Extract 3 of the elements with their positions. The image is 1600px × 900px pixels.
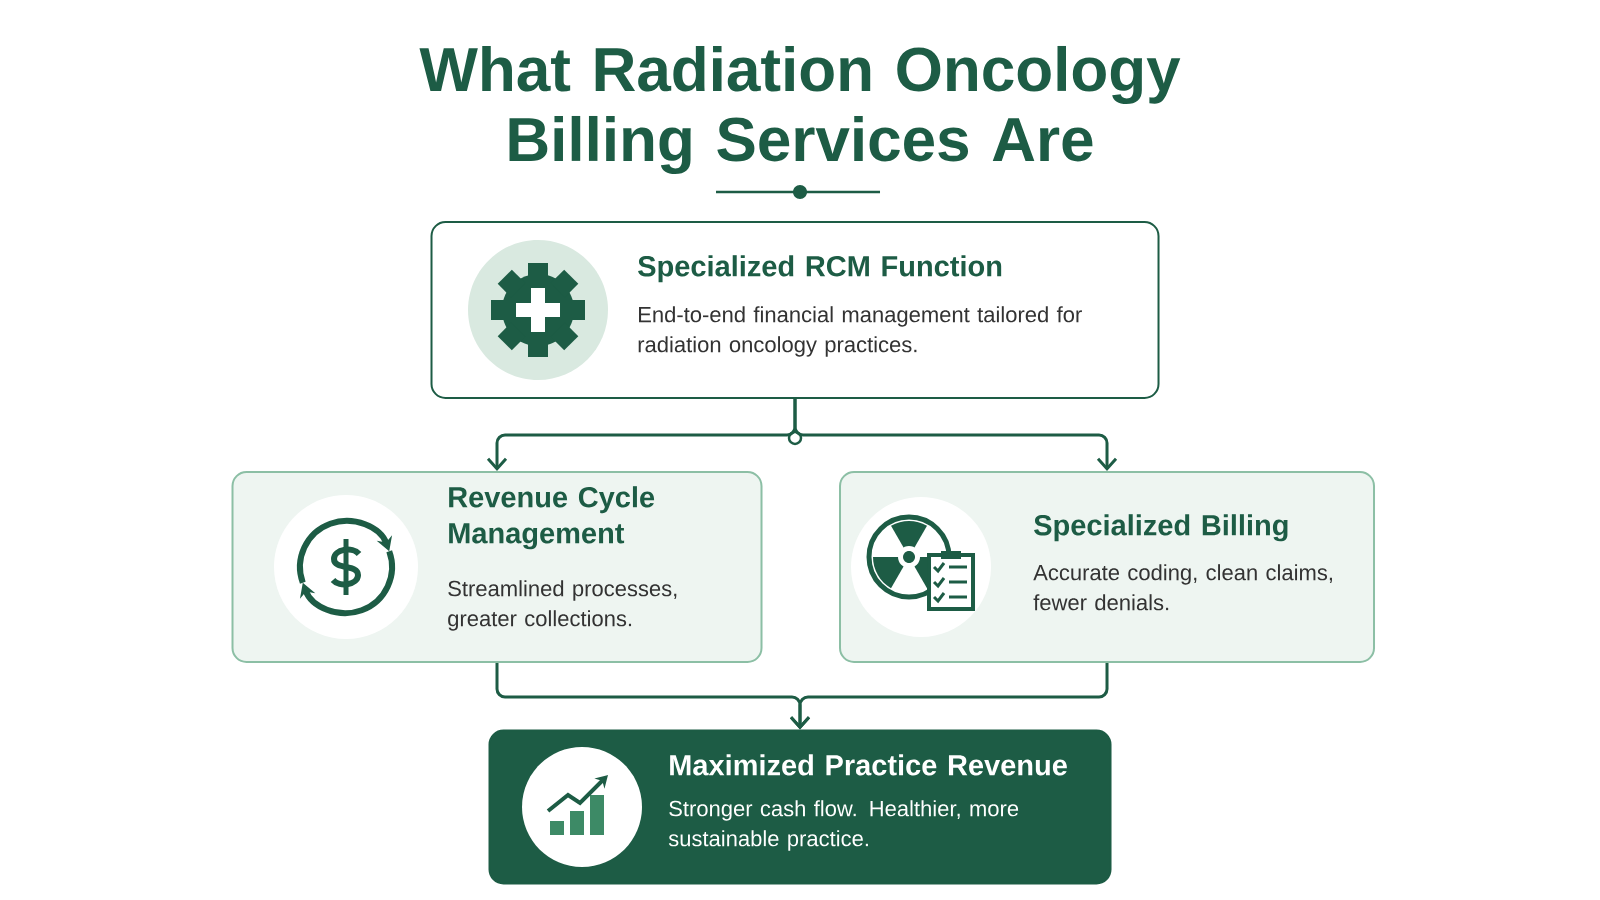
connector-arrow [789, 663, 1109, 730]
title: What Radiation Oncology Billing Services Are [419, 45, 1181, 175]
connector-arrow [793, 399, 1118, 471]
